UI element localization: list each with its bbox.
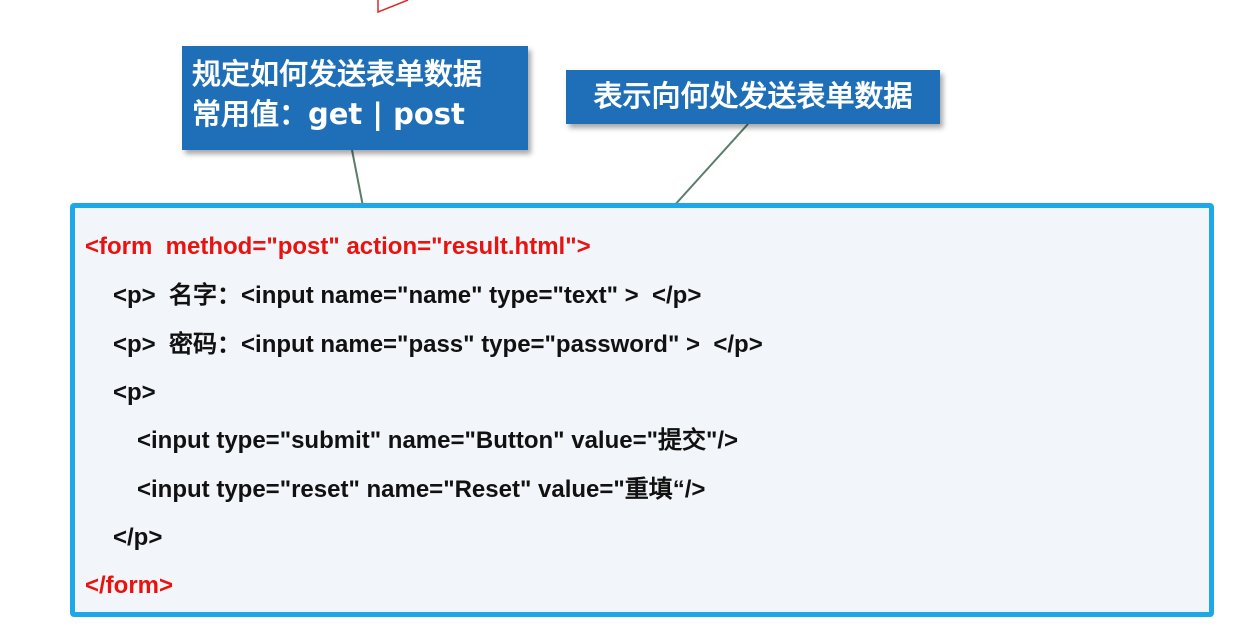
method-callout-line1: 规定如何发送表单数据 (192, 57, 483, 91)
action-callout: 表示向何处发送表单数据 (566, 70, 940, 124)
code-line-pass-field: <p> 密码：<input name="pass" type="password… (113, 331, 763, 358)
code-line-form-open: <form method="post" action="result.html"… (85, 233, 591, 260)
action-callout-text: 表示向何处发送表单数据 (593, 79, 913, 113)
method-callout: 规定如何发送表单数据 常用值：get | post (182, 46, 528, 150)
code-line-p-close: </p> (113, 524, 163, 551)
code-line-form-close: </form> (85, 572, 174, 599)
pen-mark (377, 0, 409, 14)
code-line-p-open: <p> (113, 379, 156, 406)
code-line-submit: <input type="submit" name="Button" value… (137, 427, 739, 454)
code-line-reset: <input type="reset" name="Reset" value="… (137, 476, 706, 503)
method-callout-line2: 常用值：get | post (192, 97, 465, 131)
code-line-name-field: <p> 名字：<input name="name" type="text" > … (113, 282, 702, 309)
code-block: <form method="post" action="result.html"… (70, 203, 1214, 617)
